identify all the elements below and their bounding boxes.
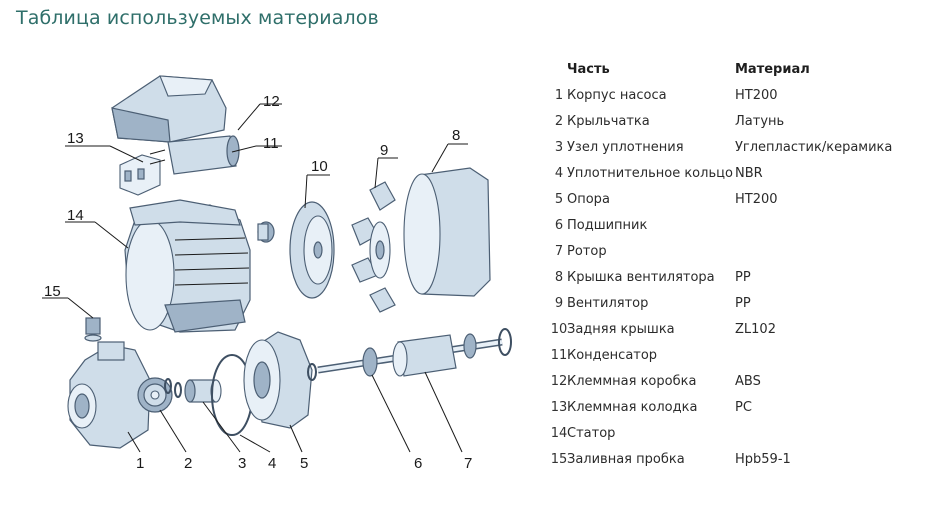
row-number: 11 — [550, 348, 568, 363]
row-material: Латунь — [735, 114, 785, 129]
row-number: 8 — [554, 270, 564, 285]
table-header-row: Часть Материал — [550, 58, 920, 84]
diagram-label-1: 1 — [136, 455, 144, 472]
row-part: Клеммная коробка — [567, 374, 697, 389]
header-material: Материал — [735, 62, 810, 77]
diagram-label-15: 15 — [44, 283, 61, 300]
row-material: ZL102 — [735, 322, 776, 337]
row-part: Крышка вентилятора — [567, 270, 715, 285]
row-part: Задняя крышка — [567, 322, 675, 337]
bearing-front-part — [362, 347, 378, 377]
row-number: 14 — [550, 426, 568, 441]
row-material: ABS — [735, 374, 761, 389]
row-part: Корпус насоса — [567, 88, 667, 103]
row-number: 10 — [550, 322, 568, 337]
row-material: PP — [735, 270, 751, 285]
terminal-block-part — [119, 154, 161, 196]
row-part: Вентилятор — [567, 296, 649, 311]
row-part: Крыльчатка — [567, 114, 650, 129]
header-part: Часть — [567, 62, 610, 77]
row-part: Уплотнительное кольцо — [567, 166, 733, 181]
diagram-label-5: 5 — [300, 455, 308, 472]
impeller-part — [137, 377, 173, 413]
row-material: PP — [735, 296, 751, 311]
row-number: 13 — [550, 400, 568, 415]
fan-cover-part — [403, 167, 491, 297]
row-material: PC — [735, 400, 752, 415]
row-number: 6 — [554, 218, 564, 233]
row-number: 3 — [554, 140, 564, 155]
diagram-label-12: 12 — [263, 93, 280, 110]
fan-part — [351, 181, 396, 313]
row-part: Клеммная колодка — [567, 400, 698, 415]
rear-cover-part — [289, 201, 335, 299]
row-material: Hpb59-1 — [735, 452, 791, 467]
diagram-label-9: 9 — [380, 142, 388, 159]
stator-housing-part — [124, 199, 251, 333]
row-number: 7 — [554, 244, 564, 259]
pump-casing-part — [67, 341, 151, 449]
diagram-label-6: 6 — [414, 455, 422, 472]
rotor-shaft-part — [317, 328, 512, 377]
cable-gland-part — [257, 221, 275, 243]
terminal-box-cover-part — [111, 75, 227, 143]
row-number: 9 — [554, 296, 564, 311]
exploded-pump-diagram: 12 13 11 10 9 8 14 15 1 2 3 4 5 6 7 — [42, 75, 512, 472]
diagram-label-11: 11 — [263, 135, 279, 152]
row-number: 15 — [550, 452, 568, 467]
row-material: HT200 — [735, 192, 778, 207]
row-material: Углепластик/керамика — [735, 140, 893, 155]
row-part: Узел уплотнения — [567, 140, 684, 155]
row-number: 4 — [554, 166, 564, 181]
row-part: Статор — [567, 426, 616, 441]
diagram-label-14: 14 — [67, 207, 84, 224]
row-number: 1 — [554, 88, 564, 103]
row-number: 2 — [554, 114, 564, 129]
row-number: 12 — [550, 374, 568, 389]
page-title: Таблица используемых материалов — [16, 7, 379, 29]
diagram-label-13: 13 — [67, 130, 84, 147]
diagram-label-3: 3 — [238, 455, 246, 472]
bracket-part — [243, 331, 313, 429]
row-part: Заливная пробка — [567, 452, 685, 467]
diagram-label-8: 8 — [452, 127, 460, 144]
row-material: NBR — [735, 166, 763, 181]
diagram-label-7: 7 — [464, 455, 472, 472]
row-number: 5 — [554, 192, 564, 207]
row-part: Ротор — [567, 244, 607, 259]
row-part: Конденсатор — [567, 348, 658, 363]
row-part: Подшипник — [567, 218, 648, 233]
priming-plug-part — [84, 317, 102, 342]
row-material: HT200 — [735, 88, 778, 103]
diagram-label-10: 10 — [311, 158, 328, 175]
seal-assembly-part — [184, 379, 222, 403]
capacitor-part — [149, 135, 240, 175]
row-part: Опора — [567, 192, 610, 207]
diagram-label-2: 2 — [184, 455, 192, 472]
diagram-label-4: 4 — [268, 455, 276, 472]
